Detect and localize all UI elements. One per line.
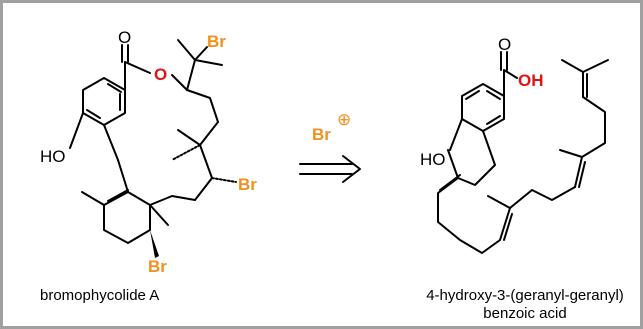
left-ester-o-bond — [124, 61, 151, 74]
right-chain-db1 — [439, 174, 461, 191]
left-br-mid-hash — [211, 177, 237, 183]
left-methyl-d-hash — [171, 144, 201, 161]
left-carbonyl-o-label: O — [118, 28, 131, 47]
right-benzene-ring — [461, 83, 505, 132]
retrosynthesis-arrow — [299, 155, 361, 183]
right-chain-db2 — [503, 213, 513, 241]
right-caption-line1: 4-hydroxy-3-(geranyl-geranyl) — [426, 287, 624, 304]
right-caption-line2: benzoic acid — [483, 305, 566, 322]
left-macro-chain-3 — [149, 195, 196, 206]
left-methyl-b — [194, 59, 223, 66]
left-benzylic-ch2 — [117, 159, 129, 193]
left-macro-chain-2 — [194, 144, 213, 201]
right-methyl-1 — [447, 149, 459, 179]
right-hydroxyl-bond — [449, 118, 463, 151]
left-methyl-e — [149, 204, 169, 226]
reagent-br-label: Br — [312, 125, 331, 144]
left-br-mid-label: Br — [238, 175, 257, 194]
right-hydroxyl-label: HO — [420, 150, 446, 169]
right-acid-oh-label: OH — [518, 71, 544, 90]
right-carbonyl-o-label: O — [498, 35, 511, 54]
left-benzene-ring — [82, 77, 126, 126]
left-hydroxyl-bond — [69, 112, 84, 149]
left-methyl-c — [177, 129, 201, 146]
reagent-charge-label: ⊕ — [337, 110, 351, 129]
benzoic-acid-structure: O OH HO — [420, 35, 609, 254]
left-caption: bromophycolide A — [40, 287, 159, 304]
right-methyl-2 — [487, 195, 511, 209]
right-methyl-4 — [582, 59, 609, 73]
right-chain-db3 — [578, 161, 586, 188]
left-methyl-a — [177, 39, 196, 61]
left-methyl-f — [81, 191, 105, 206]
left-hydroxyl-label: HO — [40, 147, 66, 166]
right-chain-2 — [499, 186, 576, 241]
reagent-group: Br ⊕ — [312, 110, 351, 144]
left-cyclohexene-ring — [103, 189, 151, 244]
bromophycolide-a-structure: O O Br Br Br HO — [40, 28, 257, 276]
right-methyl-3 — [559, 149, 583, 158]
left-br-bottom-label: Br — [148, 257, 167, 276]
left-macro-chain-1 — [186, 89, 219, 146]
right-chain-3 — [574, 96, 606, 188]
left-br-bond-top — [194, 46, 208, 61]
left-br-top-label: Br — [207, 32, 226, 51]
left-cbr-bond — [186, 59, 196, 91]
left-benzylic-link — [103, 124, 119, 161]
right-acid-oh-bond — [503, 69, 518, 79]
right-chain-1 — [437, 130, 501, 254]
left-ring-o-label: O — [154, 65, 167, 84]
left-o-c-bond — [171, 74, 188, 91]
left-br-bottom-wedge — [150, 230, 159, 258]
right-chain-4 — [561, 59, 584, 98]
